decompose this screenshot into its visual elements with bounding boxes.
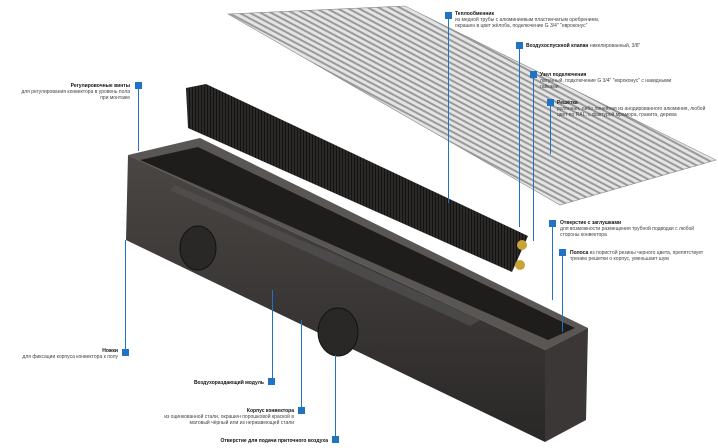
- heat-exchanger: [186, 84, 528, 272]
- grille: [226, 5, 717, 206]
- air-inlet-right: [317, 307, 359, 357]
- callout-marker: [298, 407, 305, 414]
- callout-air-module: Воздухораздающий модуль: [193, 380, 264, 386]
- callout-marker: [559, 249, 566, 256]
- callout-marker: [445, 12, 452, 19]
- callout-marker: [530, 71, 537, 78]
- callout-marker: [122, 349, 129, 356]
- air-inlet-left: [179, 225, 217, 271]
- callout-supply-air-hole: Отверстие для подачи приточного воздуха: [220, 438, 328, 444]
- callout-marker: [268, 378, 275, 385]
- callout-marker: [516, 42, 523, 49]
- convector-body: [126, 138, 588, 442]
- callout-marker: [547, 99, 554, 106]
- callout-marker: [549, 220, 556, 227]
- callout-marker: [332, 436, 339, 443]
- callout-air-valve: Воздухоспускной клапан никелированный, 3…: [526, 43, 641, 49]
- callout-rubber-strip: Полоса из пористой резины черного цвета,…: [570, 250, 704, 262]
- callout-marker: [135, 82, 142, 89]
